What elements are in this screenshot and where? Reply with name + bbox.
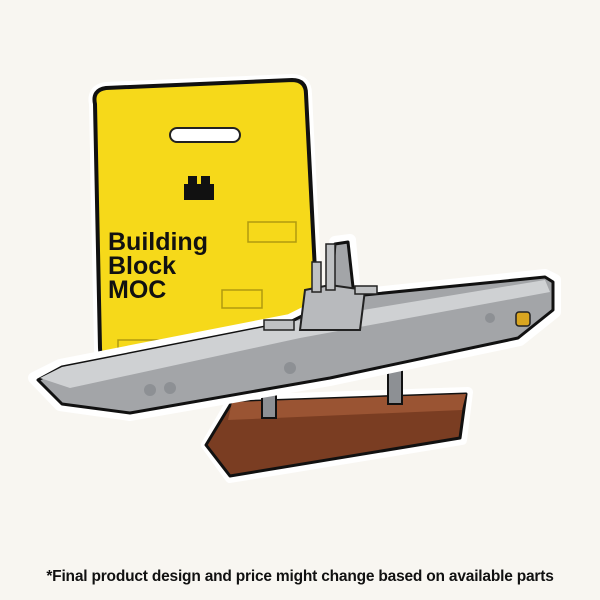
bag-handle-hole (169, 127, 241, 143)
bag-text-line1: Building (108, 228, 208, 256)
submarine-model (28, 234, 561, 483)
bag-text-line3: MOC (108, 276, 166, 304)
bag-text-line2: Block (108, 252, 176, 280)
gold-detail (515, 311, 531, 327)
brick-logo-icon (184, 176, 214, 200)
product-illustration: Building Block MOC (28, 74, 561, 483)
disclaimer-caption: *Final product design and price might ch… (46, 568, 554, 585)
